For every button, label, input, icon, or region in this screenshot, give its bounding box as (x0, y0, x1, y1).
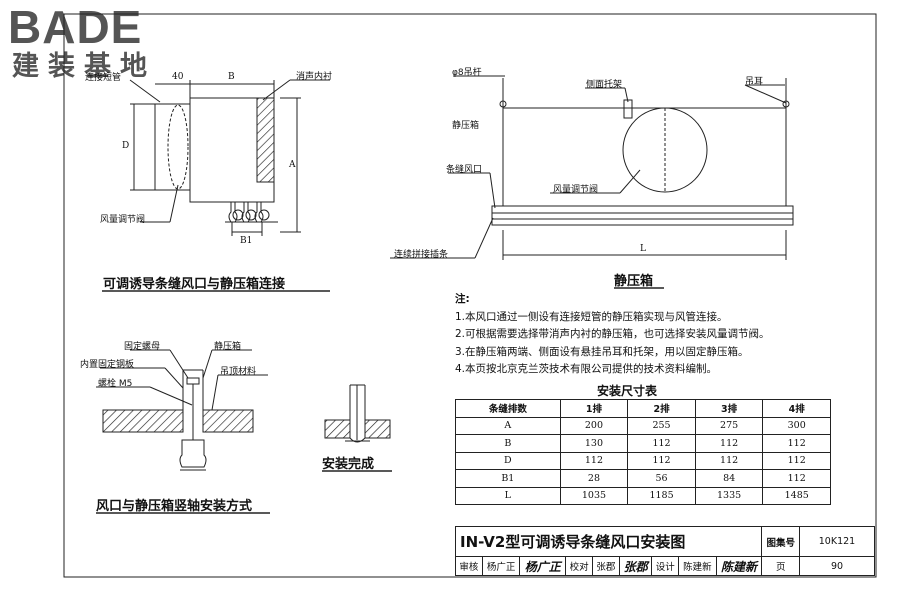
designer-name: 陈建新 (678, 556, 717, 576)
table-cell: 255 (627, 416, 696, 435)
reviewer-signature: 杨广正 (519, 556, 567, 576)
fig2-label-strip: 连续拼接插条 (394, 250, 449, 260)
table-cell: B (455, 434, 561, 453)
review-label: 审核 (455, 556, 483, 576)
checker-name: 张郡 (592, 556, 620, 576)
table-cell: 1485 (762, 486, 831, 505)
notes-title: 注: (455, 293, 470, 305)
fig3-caption: 风口与静压箱竖轴安装方式 (96, 499, 253, 514)
fig3-label-bolt: 螺栓 M5 (98, 379, 133, 389)
fig3-label-ceiling: 吊顶材料 (220, 367, 257, 377)
designer-signature: 陈建新 (715, 556, 763, 576)
fig2-caption: 静压箱 (614, 274, 654, 289)
table-cell: 112 (627, 434, 696, 453)
fig1-label-pipe: 连接短管 (85, 73, 122, 83)
note-line: 2.可根据需要选择带消声内衬的静压箱，也可选择安装风量调节阀。 (455, 328, 770, 340)
drawing-frame (63, 13, 877, 578)
fig3-label-plate: 内置固定钢板 (80, 360, 135, 370)
fig1-label-liner: 消声内衬 (296, 72, 333, 82)
checker-signature: 张郡 (618, 556, 653, 576)
table-cell: 112 (762, 434, 831, 453)
fig1-dim-40: 40 (172, 72, 184, 82)
fig2-label-damper: 风量调节阀 (553, 185, 599, 195)
fig1-dim-d: D (122, 141, 130, 151)
notes-block: 注: 1.本风口通过一侧设有连接短管的静压箱实现与风管连接。 2.可根据需要选择… (455, 291, 770, 379)
table-cell: 300 (762, 416, 831, 435)
table-cell: 200 (559, 416, 629, 435)
fig1-dim-a: A (289, 160, 296, 170)
table-cell: A (455, 416, 561, 435)
table-cell: D (455, 451, 561, 470)
table-cell: 1335 (694, 486, 764, 505)
fig3-drawing (96, 349, 268, 471)
table-row: B1 28 56 84 112 (455, 469, 831, 488)
table-row: B 130 112 112 112 (455, 434, 831, 453)
table-cell: 28 (559, 469, 629, 488)
table-header-row: 条缝排数 1排 2排 3排 4排 (455, 399, 831, 418)
reviewer-name: 杨广正 (481, 556, 521, 576)
note-line: 4.本页按北京克兰茨技术有限公司提供的技术资料编制。 (455, 363, 718, 375)
page-label: 页 (761, 556, 800, 576)
table-header-cell: 3排 (694, 399, 764, 418)
fig2-dim-l: L (640, 244, 646, 254)
table-header-cell: 条缝排数 (455, 399, 561, 418)
drawing-title: IN-V2型可调诱导条缝风口安装图 (454, 526, 763, 557)
table-cell: 112 (694, 434, 764, 453)
table-cell: 56 (627, 469, 696, 488)
fig2-label-ear: 吊耳 (745, 77, 764, 87)
fig2-label-box: 静压箱 (452, 121, 480, 131)
table-row: A 200 255 275 300 (455, 416, 831, 435)
fig2-label-rod: φ8吊杆 (452, 68, 482, 78)
fig3-label-nut: 固定螺母 (124, 342, 161, 352)
title-block: IN-V2型可调诱导条缝风口安装图 图集号 10K121 审核 杨广正 杨广正 … (454, 526, 875, 576)
table-cell: 84 (694, 469, 764, 488)
note-line: 1.本风口通过一侧设有连接短管的静压箱实现与风管连接。 (455, 310, 728, 323)
fig2-label-bracket: 侧面托架 (586, 80, 623, 90)
table-cell: 112 (694, 451, 764, 470)
atlas-label: 图集号 (761, 526, 800, 557)
fig2-label-slot: 条缝风口 (446, 165, 483, 175)
table-cell: B1 (455, 469, 561, 488)
note-line: 3.在静压箱两端、侧面设有悬挂吊耳和托架，用以固定静压箱。 (455, 345, 749, 358)
fig1-drawing (129, 79, 330, 236)
table-header-cell: 1排 (559, 399, 629, 418)
brand-logo-subtitle: 建装基地 (12, 51, 156, 82)
table-row: D 112 112 112 112 (455, 451, 831, 470)
table-cell: 112 (627, 451, 696, 470)
size-table-title: 安装尺寸表 (597, 384, 658, 398)
table-row: L 1035 1185 1335 1485 (455, 486, 831, 505)
table-cell: 112 (762, 469, 831, 488)
fig2-drawing (390, 75, 794, 260)
fig3-label-box: 静压箱 (214, 342, 242, 352)
check-label: 校对 (565, 556, 594, 576)
fig1-dim-b: B (228, 72, 235, 82)
table-cell: 1035 (559, 486, 629, 505)
design-label: 设计 (651, 556, 680, 576)
fig1-dim-b1: B1 (240, 236, 253, 246)
fig1-caption: 可调诱导条缝风口与静压箱连接 (103, 277, 286, 292)
table-cell: L (455, 486, 561, 505)
fig1-label-damper: 风量调节阀 (100, 215, 146, 225)
fig4-drawing (324, 384, 391, 443)
table-cell: 130 (559, 434, 629, 453)
page-number: 90 (799, 556, 875, 576)
size-table: 条缝排数 1排 2排 3排 4排 A 200 255 275 300 B 130… (455, 399, 831, 505)
table-cell: 275 (694, 416, 764, 435)
table-cell: 1185 (627, 486, 696, 505)
brand-logo: BADE (8, 1, 143, 53)
table-cell: 112 (559, 451, 629, 470)
fig4-caption: 安装完成 (322, 457, 375, 472)
table-cell: 112 (762, 451, 831, 470)
table-header-cell: 4排 (762, 399, 831, 418)
atlas-number: 10K121 (799, 526, 875, 557)
table-header-cell: 2排 (627, 399, 696, 418)
